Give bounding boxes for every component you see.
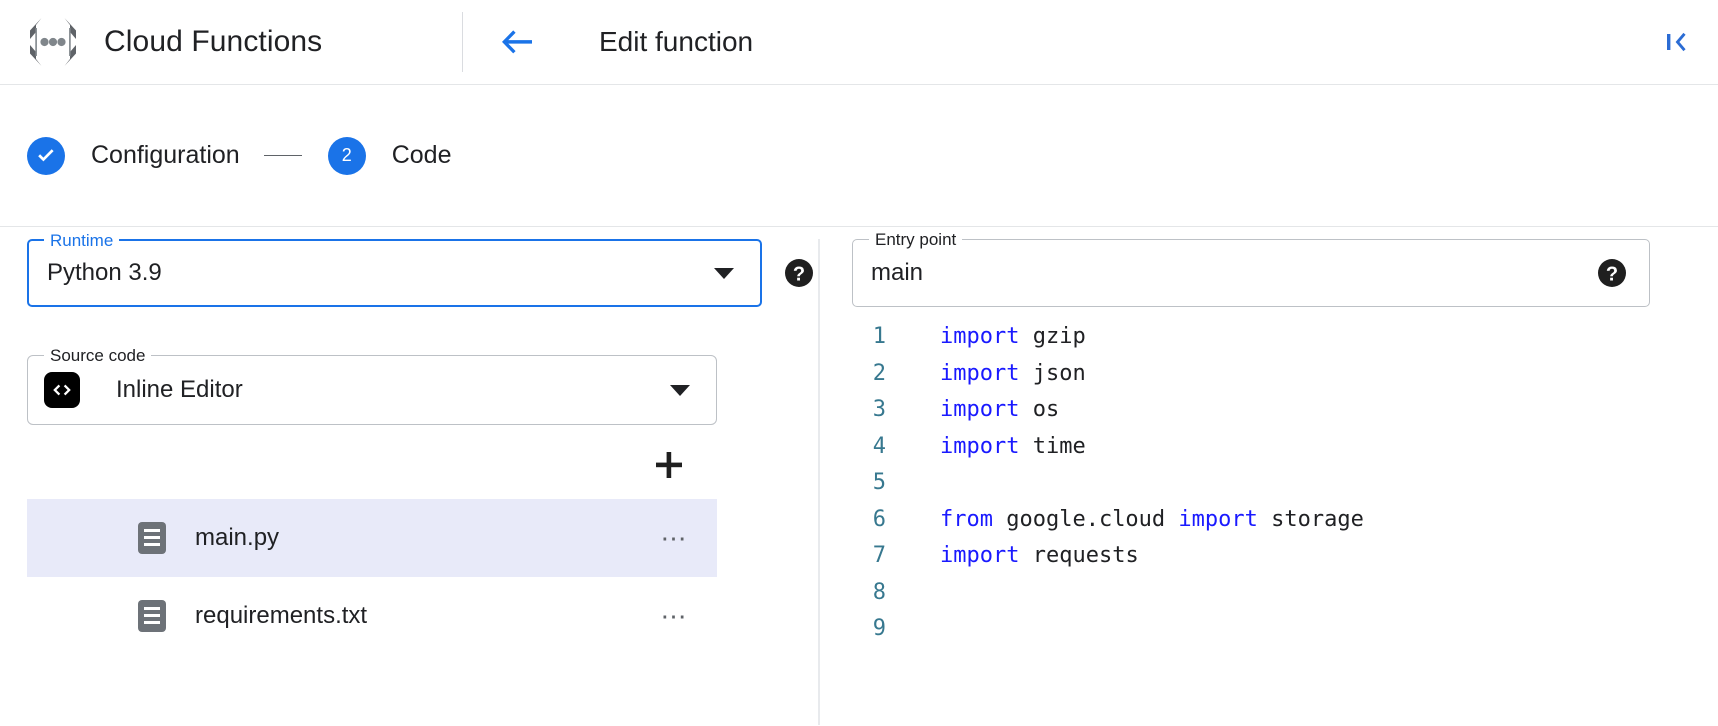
line-number: 4 — [872, 433, 886, 459]
body-area: Runtime Python 3.9 ? Source code — [0, 227, 1718, 725]
entry-point-value: main — [871, 259, 924, 286]
source-code-value: Inline Editor — [116, 376, 243, 403]
runtime-row: Runtime Python 3.9 ? — [27, 230, 818, 307]
runtime-help-icon[interactable]: ? — [784, 258, 814, 288]
collapse-panel-button[interactable] — [1656, 21, 1698, 63]
left-panel: Runtime Python 3.9 ? Source code — [0, 227, 818, 725]
code-identifier: google.cloud — [992, 506, 1179, 532]
code-line: 9 — [818, 611, 1718, 648]
line-number: 9 — [872, 616, 886, 641]
check-circle-icon — [27, 136, 65, 175]
file-list: main.py ⋯ requirements.txt ⋯ — [27, 499, 717, 655]
collapse-panel-left-icon — [1667, 32, 1686, 52]
code-keyword: import — [1178, 506, 1258, 532]
svg-text:?: ? — [1606, 264, 1618, 286]
file-name: requirements.txt — [195, 602, 368, 629]
brand-block[interactable]: Cloud Functions — [0, 0, 462, 84]
code-text: from google.cloud import storage — [886, 502, 1364, 539]
header-divider — [462, 12, 463, 72]
line-number: 1 — [872, 324, 886, 349]
code-text: import os — [886, 392, 1059, 429]
file-name: main.py — [195, 524, 280, 551]
code-keyword: import — [940, 324, 1020, 349]
back-button[interactable] — [497, 22, 537, 62]
code-text — [886, 465, 940, 502]
code-identifier: json — [1019, 360, 1086, 386]
line-number: 6 — [872, 506, 886, 532]
source-code-label: Source code — [44, 345, 152, 367]
add-file-button[interactable] — [647, 443, 691, 487]
code-keyword: import — [940, 360, 1020, 386]
code-text: import time — [886, 429, 1086, 466]
code-brackets-glyph — [53, 384, 71, 396]
code-identifier: time — [1019, 433, 1086, 459]
panel-divider — [818, 239, 820, 725]
file-overflow-menu[interactable]: ⋯ — [660, 523, 689, 553]
code-identifier: gzip — [1019, 324, 1086, 349]
code-text — [886, 575, 940, 612]
file-row-requirements-txt[interactable]: requirements.txt ⋯ — [27, 577, 717, 655]
file-overflow-menu[interactable]: ⋯ — [660, 601, 689, 631]
source-chevron-down-icon[interactable] — [670, 384, 690, 396]
code-line: 5 — [818, 465, 1718, 502]
source-code-wrapper: Source code Inline Editor — [27, 345, 717, 425]
page-title: Edit function — [599, 26, 754, 57]
code-keyword: import — [940, 543, 1020, 568]
code-line: 8 — [818, 575, 1718, 612]
cloud-functions-logo — [30, 18, 76, 66]
svg-text:?: ? — [793, 264, 805, 286]
arrow-left-icon — [502, 30, 532, 54]
page-header-block: Edit function — [463, 22, 1656, 62]
step-configuration[interactable]: Configuration — [27, 136, 240, 175]
line-number: 5 — [872, 470, 886, 495]
code-text: import json — [886, 356, 1086, 393]
step-configuration-label: Configuration — [91, 141, 240, 169]
step-code-label: Code — [391, 141, 452, 169]
file-toolbar — [27, 437, 717, 493]
chevron-down-icon[interactable] — [714, 267, 734, 279]
file-document-icon — [138, 600, 166, 632]
runtime-select[interactable]: Runtime Python 3.9 — [27, 230, 762, 307]
source-code-select[interactable]: Source code Inline Editor — [27, 345, 717, 425]
step-number-badge: 2 — [327, 136, 366, 175]
entry-point-wrapper: Entry point main ? — [818, 227, 1718, 307]
line-number: 3 — [872, 397, 886, 422]
code-keyword: import — [940, 433, 1020, 459]
entry-point-input[interactable]: Entry point main ? — [852, 229, 1650, 307]
code-brackets-icon — [44, 372, 80, 408]
line-number: 7 — [872, 543, 886, 568]
wizard-stepper: Configuration 2 Code — [0, 85, 1718, 227]
step-code[interactable]: 2 Code — [327, 136, 452, 175]
runtime-value: Python 3.9 — [47, 259, 162, 286]
file-row-main-py[interactable]: main.py ⋯ — [27, 499, 717, 577]
check-glyph — [38, 148, 54, 161]
code-identifier: requests — [1019, 543, 1139, 568]
code-keyword: from — [940, 506, 993, 532]
code-identifier: storage — [1257, 506, 1364, 532]
entry-point-label: Entry point — [869, 229, 963, 251]
line-number: 2 — [872, 360, 886, 386]
file-document-icon — [138, 522, 166, 554]
code-identifier: os — [1019, 397, 1060, 422]
plus-icon — [656, 452, 682, 478]
step-connector — [263, 154, 302, 157]
line-number: 8 — [872, 579, 886, 605]
app-header: Cloud Functions Edit function — [0, 0, 1718, 85]
code-text — [886, 611, 940, 648]
runtime-label: Runtime — [44, 230, 120, 252]
brand-title: Cloud Functions — [104, 25, 323, 58]
entry-point-help-icon[interactable]: ? — [1597, 258, 1627, 288]
code-text: import gzip — [886, 319, 1086, 356]
code-text: import requests — [886, 538, 1139, 575]
code-keyword: import — [940, 397, 1020, 422]
